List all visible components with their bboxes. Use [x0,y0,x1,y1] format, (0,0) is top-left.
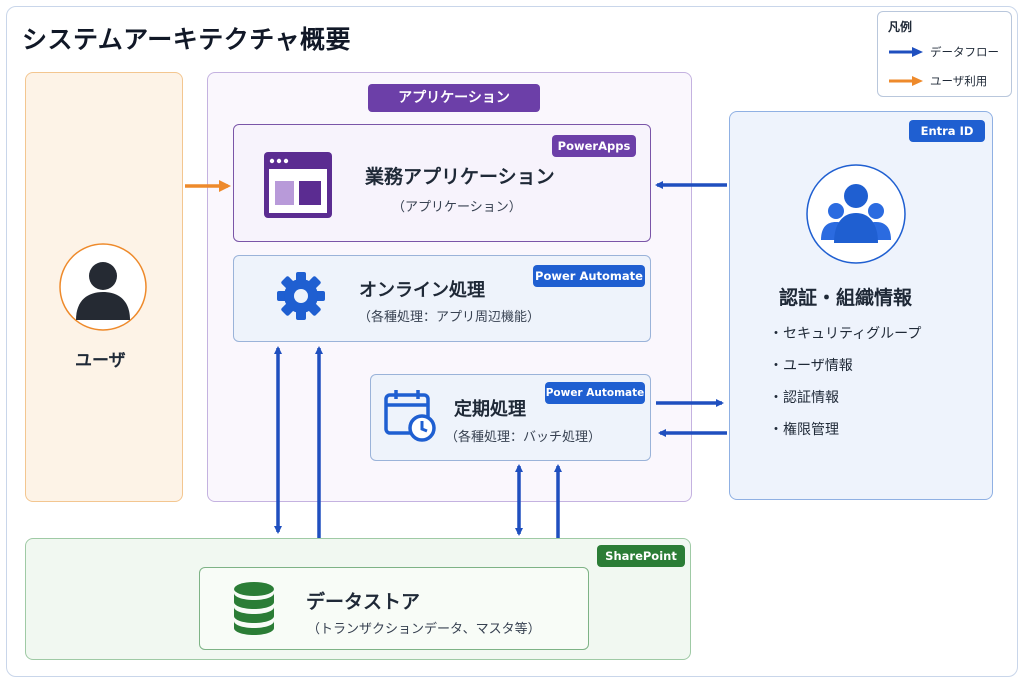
calendar-clock-icon [384,390,436,442]
business-app-subtitle: （アプリケーション） [392,200,522,215]
user-label: ユーザ [75,351,126,371]
database-icon [234,582,274,635]
gear-icon [277,272,325,320]
data-store-card [199,567,589,650]
scheduled-processing-title: 定期処理 [454,399,526,420]
online-processing-title: オンライン処理 [359,280,485,301]
legend-label-data-flow: データフロー [930,45,999,59]
power-automate-badge-scheduled: Power Automate [545,382,645,404]
legend-title: 凡例 [888,20,913,34]
powerapps-badge: PowerApps [552,135,636,157]
list-item: ユーザ情報 [769,355,921,387]
legend-item-user-use: ユーザ利用 [888,72,987,90]
blue-arrow-icon [889,47,923,57]
diagram-frame [6,6,1018,677]
app-window-icon [264,152,332,218]
auth-info-title: 認証・組織情報 [779,287,913,309]
group-icon [806,164,906,264]
person-icon [59,243,147,331]
application-group-label: アプリケーション [368,84,540,112]
data-store-title: データストア [306,591,421,613]
sharepoint-badge: SharePoint [597,545,685,567]
power-automate-badge-online: Power Automate [533,265,645,287]
online-processing-subtitle: （各種処理：アプリ周辺機能） [358,310,541,325]
legend-label-user-use: ユーザ利用 [930,74,988,88]
scheduled-processing-subtitle: （各種処理：バッチ処理） [445,430,602,445]
list-item: セキュリティグループ [769,323,921,355]
entra-id-badge: Entra ID [909,120,985,142]
business-app-title: 業務アプリケーション [365,166,555,188]
auth-info-list: セキュリティグループ ユーザ情報 認証情報 権限管理 [769,323,921,451]
orange-arrow-icon [889,76,923,86]
legend: 凡例 データフロー ユーザ利用 [877,11,1012,97]
legend-item-data-flow: データフロー [888,43,999,61]
diagram-title: システムアーキテクチャ概要 [22,25,352,54]
data-store-subtitle: （トランザクションデータ、マスタ等） [307,622,541,637]
list-item: 権限管理 [769,419,921,451]
list-item: 認証情報 [769,387,921,419]
